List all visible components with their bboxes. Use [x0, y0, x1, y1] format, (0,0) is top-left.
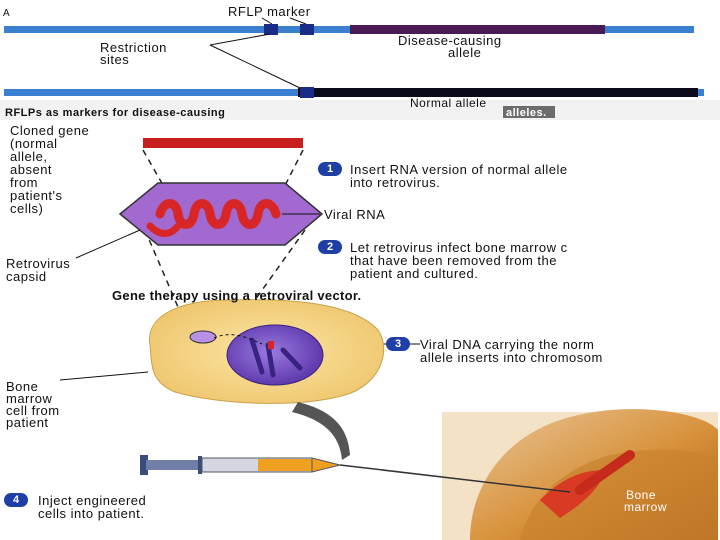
restriction-sites-label-1: Restriction: [100, 40, 167, 55]
bone-marrow-cell-label-2: marrow: [6, 391, 53, 406]
step-1-text-1: Insert RNA version of normal allele: [350, 162, 568, 177]
rflp-marker-label: RFLP marker: [228, 4, 311, 19]
bone-marrow-cell-label-1: Bone: [6, 379, 39, 394]
panel-a-caption-alleles: alleles.: [506, 107, 547, 119]
step-1-text-2: into retrovirus.: [350, 175, 441, 190]
panel-letter: A: [3, 8, 11, 19]
chromosome-bar-top: [4, 24, 694, 35]
cloned-gene-label-4: absent: [10, 162, 53, 177]
bone-marrow-label-1: Bone: [626, 488, 657, 502]
retrovirus-capsid-label-2: capsid: [6, 269, 47, 284]
step-2-badge: 2: [318, 240, 342, 254]
step-2-text-1: Let retrovirus infect bone marrow c: [350, 240, 568, 255]
viral-rna-label: Viral RNA: [324, 207, 386, 222]
cloned-gene-label-6: patient's: [10, 188, 63, 203]
chromosome-bar-bottom: [4, 87, 704, 98]
step-2-text-2: that have been removed from the: [350, 253, 558, 268]
cloned-gene-label-5: from: [10, 175, 38, 190]
syringe: [140, 455, 571, 493]
cloned-gene-label-1: Cloned gene: [10, 123, 90, 138]
step-4-text-1: Inject engineered: [38, 493, 147, 508]
step-1-badge: 1: [318, 162, 342, 176]
cloned-gene-bar: [143, 138, 303, 148]
cloned-gene-label-3: allele,: [10, 149, 48, 164]
step-2-text-3: patient and cultured.: [350, 266, 479, 281]
cloned-gene-label-2: (normal: [10, 136, 58, 151]
alleles-highlight: [503, 106, 555, 118]
viral-rna-coil: [155, 199, 281, 229]
bone-image: [442, 409, 718, 540]
step-3-text-2: allele inserts into chromosom: [420, 350, 603, 365]
retrovirus-capsid-label-1: Retrovirus: [6, 256, 71, 271]
gene-therapy-title: Gene therapy using a retroviral vector.: [112, 288, 362, 303]
retrovirus-capsid: [118, 182, 324, 246]
transfer-arrow: [292, 402, 350, 460]
panel-a-pointers: [209, 17, 307, 89]
panel-a-caption: RFLPs as markers for disease-causing: [5, 107, 226, 119]
bone-marrow-label-2: marrow: [624, 500, 668, 514]
normal-allele-label: Normal allele: [410, 96, 487, 110]
disease-allele-label-2: allele: [448, 45, 482, 60]
restriction-sites-label-2: sites: [100, 52, 130, 67]
step-4-badge: 4: [4, 493, 28, 507]
bone-marrow-cell: [148, 299, 385, 404]
step-3-badge: 3: [386, 337, 410, 351]
cloned-gene-label-7: cells): [10, 201, 44, 216]
step-4-text-2: cells into patient.: [38, 506, 145, 521]
disease-allele-label-1: Disease-causing: [398, 33, 502, 48]
bone-marrow-cell-label-4: patient: [6, 415, 49, 430]
retrovirus-particle: [189, 330, 217, 344]
bone-marrow-cell-label-3: cell from: [6, 403, 60, 418]
step-3-text-1: Viral DNA carrying the norm: [420, 337, 595, 352]
